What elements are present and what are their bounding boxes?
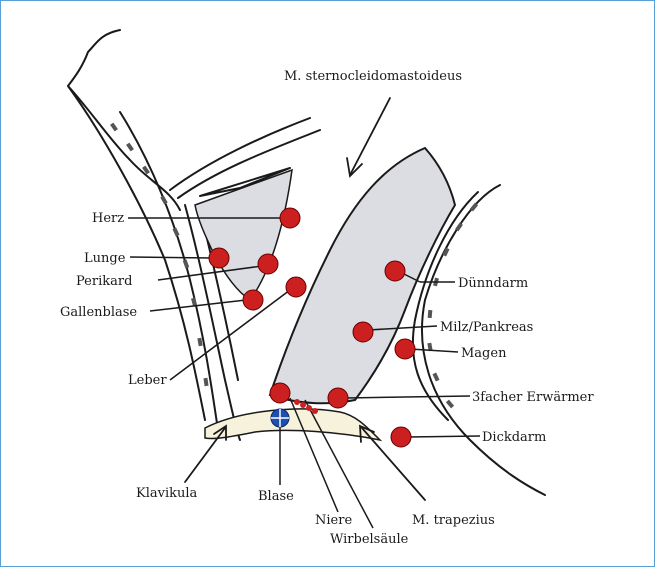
label-blase: Blase — [258, 489, 294, 504]
sternocleido-arrow-line — [350, 98, 390, 175]
label-milz: Milz/Pankreas — [440, 320, 533, 335]
label-magen: Magen — [461, 346, 507, 361]
point-erwaermer — [328, 388, 348, 408]
point-milz — [353, 322, 373, 342]
point-magen — [395, 339, 415, 359]
lunge-leader — [130, 257, 212, 258]
front-zone-shade — [195, 170, 292, 300]
point-lunge — [209, 248, 229, 268]
label-gallenblase: Gallenblase — [60, 305, 137, 320]
point-leber — [286, 277, 306, 297]
erwaermer-leader — [345, 396, 470, 398]
label-klavikula: Klavikula — [136, 486, 198, 501]
point-duenndarm — [385, 261, 405, 281]
label-erwaermer: 3facher Erwärmer — [472, 390, 594, 405]
label-perikard: Perikard — [76, 274, 132, 289]
gallenblase-leader — [150, 300, 246, 311]
label-dickdarm: Dickdarm — [482, 430, 546, 445]
label-herz: Herz — [92, 211, 124, 226]
label-lunge: Lunge — [84, 251, 126, 266]
leber-leader — [170, 290, 290, 380]
point-gallenblase — [243, 290, 263, 310]
label-sternocleido: M. sternocleidomastoideus — [284, 69, 462, 84]
magen-leader — [410, 349, 458, 352]
label-wirbelsaeule: Wirbelsäule — [330, 532, 409, 547]
label-trapezius: M. trapezius — [412, 513, 495, 528]
point-blase — [271, 409, 289, 427]
dickdarm-leader — [408, 436, 480, 437]
label-niere: Niere — [315, 513, 352, 528]
label-leber: Leber — [128, 373, 167, 388]
point-herz — [280, 208, 300, 228]
clavicle-bone — [205, 409, 380, 440]
point-niere — [270, 383, 290, 403]
point-perikard — [258, 254, 278, 274]
point-dickdarm — [391, 427, 411, 447]
label-duenndarm: Dünndarm — [458, 276, 528, 291]
